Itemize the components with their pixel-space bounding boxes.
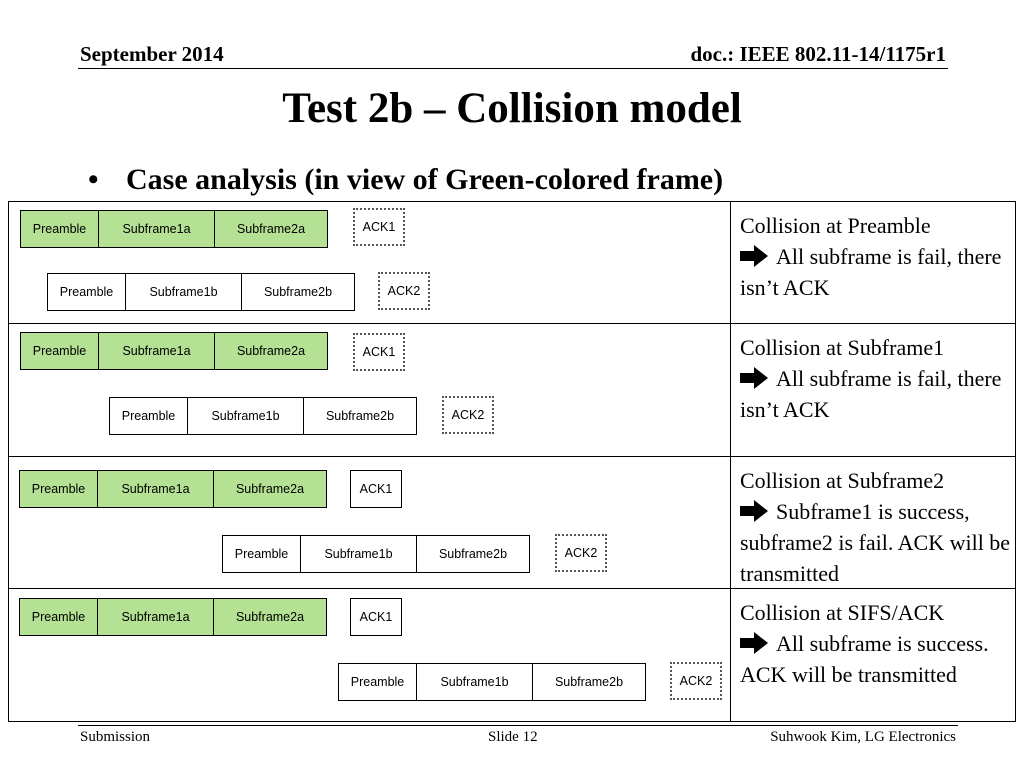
- bullet-symbol: •: [88, 163, 99, 196]
- ack1-box: ACK1: [353, 333, 405, 371]
- column-divider: [730, 202, 731, 323]
- case-heading: Collision at Subframe1: [740, 335, 945, 360]
- ack1-box: ACK1: [350, 470, 402, 508]
- subframe2a-cell: Subframe2a: [213, 471, 326, 507]
- white-frame: Preamble Subframe1b Subframe2b: [338, 663, 646, 701]
- preamble-cell: Preamble: [59, 285, 114, 299]
- ack2-box: ACK2: [378, 272, 430, 310]
- green-frame: Preamble Subframe1a Subframe2a: [19, 598, 327, 636]
- preamble-cell: Preamble: [32, 222, 87, 236]
- preamble-cell: Preamble: [350, 675, 405, 689]
- footer-author: Suhwook Kim, LG Electronics: [770, 729, 956, 745]
- ack2-box: ACK2: [442, 396, 494, 434]
- white-frame: Preamble Subframe1b Subframe2b: [222, 535, 530, 573]
- case-row-subframe1: Preamble Subframe1a Subframe2a ACK1 Prea…: [8, 324, 1016, 457]
- case-heading: Collision at Subframe2: [740, 468, 945, 493]
- preamble-cell: Preamble: [121, 409, 176, 423]
- case-result: All subframe is fail, there isn’t ACK: [740, 366, 1002, 422]
- arrow-right-icon: [740, 500, 768, 522]
- preamble-cell: Preamble: [234, 547, 289, 561]
- green-frame: Preamble Subframe1a Subframe2a: [20, 210, 328, 248]
- case-heading: Collision at SIFS/ACK: [740, 600, 945, 625]
- subframe1b-cell: Subframe1b: [300, 536, 416, 572]
- case-heading: Collision at Preamble: [740, 213, 931, 238]
- footer-rule: [78, 725, 958, 726]
- footer-slide-number: Slide 12: [488, 729, 538, 745]
- ack1-box: ACK1: [350, 598, 402, 636]
- case-row-preamble: Preamble Subframe1a Subframe2a ACK1 Prea…: [8, 201, 1016, 324]
- case-result: Subframe1 is success, subframe2 is fail.…: [740, 499, 1011, 586]
- header-doc-id: doc.: IEEE 802.11-14/1175r1: [690, 42, 946, 66]
- case-description: Collision at Subframe1 All subframe is f…: [740, 332, 1012, 425]
- subframe2b-cell: Subframe2b: [416, 536, 529, 572]
- case-description: Collision at Subframe2 Subframe1 is succ…: [740, 465, 1012, 589]
- subframe2a-cell: Subframe2a: [213, 599, 326, 635]
- subframe2b-cell: Subframe2b: [241, 274, 354, 310]
- arrow-right-icon: [740, 367, 768, 389]
- subframe1a-cell: Subframe1a: [98, 333, 214, 369]
- subframe1b-cell: Subframe1b: [416, 664, 532, 700]
- subframe1b-cell: Subframe1b: [125, 274, 241, 310]
- case-result: All subframe is success. ACK will be tra…: [740, 631, 989, 687]
- preamble-cell: Preamble: [31, 482, 86, 496]
- case-row-subframe2: Preamble Subframe1a Subframe2a ACK1 Prea…: [8, 457, 1016, 589]
- header-date: September 2014: [80, 42, 224, 66]
- slide-title: Test 2b – Collision model: [282, 85, 742, 132]
- case-description: Collision at SIFS/ACK All subframe is su…: [740, 597, 1012, 690]
- preamble-cell: Preamble: [31, 610, 86, 624]
- column-divider: [730, 324, 731, 456]
- ack2-box: ACK2: [670, 662, 722, 700]
- header-rule: [78, 68, 948, 69]
- arrow-right-icon: [740, 632, 768, 654]
- subframe2a-cell: Subframe2a: [214, 211, 327, 247]
- case-description: Collision at Preamble All subframe is fa…: [740, 210, 1012, 303]
- subframe1a-cell: Subframe1a: [97, 471, 213, 507]
- case-result: All subframe is fail, there isn’t ACK: [740, 244, 1002, 300]
- white-frame: Preamble Subframe1b Subframe2b: [47, 273, 355, 311]
- column-divider: [730, 457, 731, 588]
- case-row-sifs-ack: Preamble Subframe1a Subframe2a ACK1 Prea…: [8, 589, 1016, 722]
- ack1-box: ACK1: [353, 208, 405, 246]
- subframe2b-cell: Subframe2b: [303, 398, 416, 434]
- subframe1a-cell: Subframe1a: [98, 211, 214, 247]
- arrow-right-icon: [740, 245, 768, 267]
- green-frame: Preamble Subframe1a Subframe2a: [20, 332, 328, 370]
- bullet-text: Case analysis (in view of Green-colored …: [126, 163, 724, 196]
- column-divider: [730, 589, 731, 721]
- white-frame: Preamble Subframe1b Subframe2b: [109, 397, 417, 435]
- footer-submission: Submission: [80, 729, 151, 745]
- subframe1b-cell: Subframe1b: [187, 398, 303, 434]
- preamble-cell: Preamble: [32, 344, 87, 358]
- subframe1a-cell: Subframe1a: [97, 599, 213, 635]
- subframe2a-cell: Subframe2a: [214, 333, 327, 369]
- subframe2b-cell: Subframe2b: [532, 664, 645, 700]
- ack2-box: ACK2: [555, 534, 607, 572]
- green-frame: Preamble Subframe1a Subframe2a: [19, 470, 327, 508]
